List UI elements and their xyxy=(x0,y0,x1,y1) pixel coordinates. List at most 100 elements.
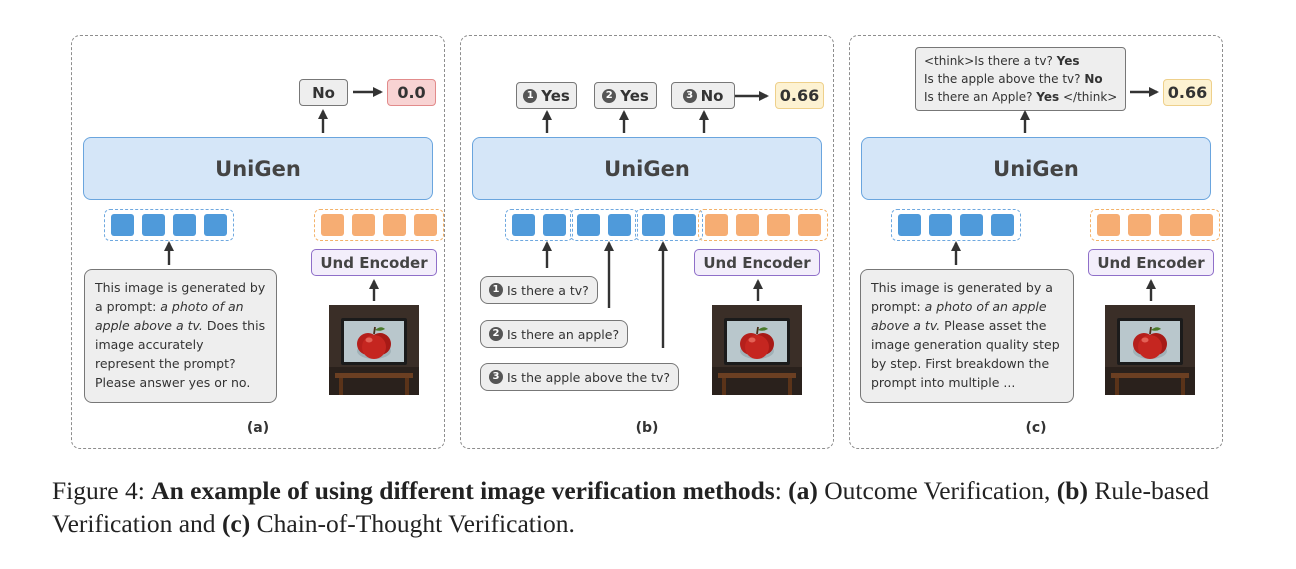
text-token xyxy=(577,214,600,236)
image-token xyxy=(1159,214,1182,236)
question-text: Is the apple above the tv? xyxy=(507,369,671,385)
answer-text: No xyxy=(700,86,724,105)
panel-label: (c) xyxy=(1025,420,1047,436)
image-token-group xyxy=(1090,209,1220,241)
image-token xyxy=(352,214,375,236)
text-token-group xyxy=(104,209,234,241)
text-token xyxy=(898,214,921,236)
text-token xyxy=(960,214,983,236)
image-token xyxy=(414,214,437,236)
step-number-badge: 2 xyxy=(602,88,617,103)
text-token-group-1 xyxy=(505,209,573,241)
caption-text-a: Outcome Verification, xyxy=(817,476,1051,505)
und-encoder: Und Encoder xyxy=(694,249,820,276)
step-number-badge: 3 xyxy=(489,370,503,384)
text-token xyxy=(642,214,665,236)
text-token xyxy=(512,214,535,236)
prompt-italic: a photo of an apple above a tv. xyxy=(871,299,1047,333)
prompt-italic: a photo of an apple above a tv. xyxy=(95,299,244,333)
outcome-answer: No xyxy=(299,79,348,106)
question-1: 1 Is there a tv? xyxy=(480,276,598,304)
think-line: Is there an Apple? Yes </think> xyxy=(924,88,1117,106)
verification-score: 0.0 xyxy=(387,79,436,106)
und-encoder: Und Encoder xyxy=(311,249,437,276)
caption-tag-b: (b) xyxy=(1056,476,1088,505)
text-token xyxy=(204,214,227,236)
unigen-model: UniGen xyxy=(83,137,433,200)
verification-score: 0.66 xyxy=(775,82,824,109)
image-token xyxy=(321,214,344,236)
prompt-box: This image is generated by a prompt: a p… xyxy=(860,269,1074,403)
prompt-question: Does this image accurately represent the… xyxy=(95,318,266,390)
image-token xyxy=(798,214,821,236)
image-token xyxy=(1097,214,1120,236)
prompt-text: This image is generated by a prompt: xyxy=(95,280,266,314)
text-token xyxy=(608,214,631,236)
panel-label: (a) xyxy=(246,420,270,436)
step-number-badge: 1 xyxy=(523,88,538,103)
think-answer: Yes xyxy=(1056,54,1080,68)
verification-score: 0.66 xyxy=(1163,79,1212,106)
text-token xyxy=(543,214,566,236)
think-suffix: </think> xyxy=(1059,90,1118,104)
answer-text: Yes xyxy=(620,86,649,105)
think-answer: Yes xyxy=(1036,90,1060,104)
und-encoder: Und Encoder xyxy=(1088,249,1214,276)
panel-c: <think>Is there a tv? Yes Is the apple a… xyxy=(849,35,1223,449)
unigen-model: UniGen xyxy=(472,137,822,200)
image-token xyxy=(1128,214,1151,236)
question-2: 2 Is there an apple? xyxy=(480,320,629,348)
text-token xyxy=(929,214,952,236)
image-token xyxy=(736,214,759,236)
prompt-box: This image is generated by a prompt: a p… xyxy=(84,269,277,403)
text-token-group xyxy=(891,209,1021,241)
image-token xyxy=(767,214,790,236)
prompt-question: Please asset the image generation qualit… xyxy=(871,318,1060,390)
figure-caption: Figure 4: An example of using different … xyxy=(52,474,1252,540)
panel-a: No 0.0 UniGen Und Encoder This image is … xyxy=(71,35,445,449)
think-question: Is the apple above the tv? xyxy=(924,72,1085,86)
unigen-model: UniGen xyxy=(861,137,1211,200)
caption-tag-a: (a) xyxy=(788,476,818,505)
caption-title: An example of using different image veri… xyxy=(151,476,775,505)
caption-text-b: Rule-based Verification and xyxy=(52,476,1210,538)
image-token xyxy=(383,214,406,236)
arrows xyxy=(163,86,384,301)
panel-label: (b) xyxy=(635,420,659,436)
question-text: Is there an apple? xyxy=(507,326,620,342)
question-text: Is there a tv? xyxy=(507,282,589,298)
step-number-badge: 1 xyxy=(489,283,503,297)
caption-text-c: Chain-of-Thought Verification. xyxy=(250,509,575,538)
text-token xyxy=(991,214,1014,236)
caption-colon: : xyxy=(774,476,782,505)
think-question: <think>Is there a tv? xyxy=(924,54,1057,68)
arrows xyxy=(541,90,770,348)
image-token-group xyxy=(314,209,444,241)
arrows xyxy=(950,86,1160,301)
text-token xyxy=(142,214,165,236)
caption-tag-c: (c) xyxy=(221,509,251,538)
step-number-badge: 3 xyxy=(682,88,697,103)
text-token xyxy=(173,214,196,236)
image-token-group xyxy=(698,209,828,241)
step-number-badge: 2 xyxy=(489,327,503,341)
answer-text: Yes xyxy=(541,86,570,105)
think-question: Is there an Apple? xyxy=(924,90,1037,104)
text-token xyxy=(111,214,134,236)
think-answer: No xyxy=(1084,72,1103,86)
text-token-group-2 xyxy=(570,209,638,241)
text-token-group-3 xyxy=(635,209,703,241)
prompt-text: This image is generated by a prompt: xyxy=(871,280,1053,314)
think-line: <think>Is there a tv? Yes xyxy=(924,52,1117,70)
figure-number: Figure 4: xyxy=(52,476,145,505)
chain-of-thought-output: <think>Is there a tv? Yes Is the apple a… xyxy=(915,47,1126,111)
text-token xyxy=(673,214,696,236)
image-token xyxy=(1190,214,1213,236)
image-token xyxy=(705,214,728,236)
think-line: Is the apple above the tv? No xyxy=(924,70,1117,88)
question-3: 3 Is the apple above the tv? xyxy=(480,363,680,391)
